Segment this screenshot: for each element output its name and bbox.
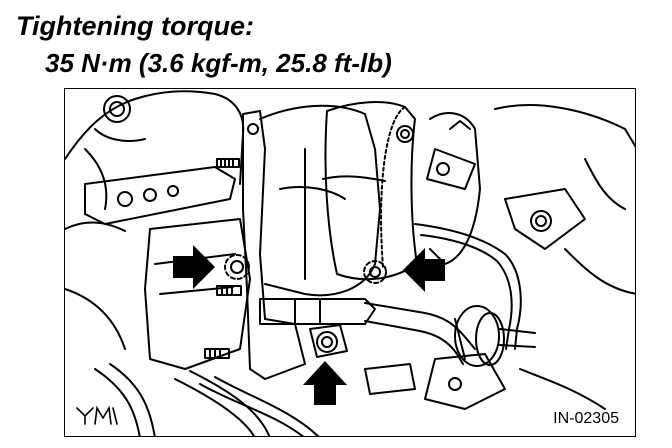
left-arrow <box>173 245 215 289</box>
torque-spec: 35 N·m (3.6 kgf-m, 25.8 ft-lb) <box>45 48 392 78</box>
left-studs <box>204 158 242 359</box>
damper-canister <box>454 305 536 367</box>
upper-right-bolt <box>396 125 414 143</box>
left-bracket <box>84 166 236 225</box>
bottom-arrow <box>303 361 347 405</box>
fuel-pipe <box>414 223 522 350</box>
lower-pipe-assembly <box>259 298 376 325</box>
bracket-hole <box>117 191 133 207</box>
page-title: Tightening torque: <box>16 11 254 41</box>
mounting-plate <box>242 110 306 380</box>
left-bolt-marker <box>224 254 250 280</box>
main-housing <box>259 104 381 297</box>
center-lower-bolt <box>309 324 348 358</box>
engine-illustration <box>65 90 635 436</box>
right-bolt-marker <box>363 260 387 284</box>
lower-hoses <box>94 363 320 436</box>
right-component <box>429 112 481 265</box>
engine-block-outline <box>65 90 245 185</box>
illustration-frame: IN-02305 <box>64 88 636 437</box>
air-duct <box>324 101 418 281</box>
ym-logo <box>75 404 119 426</box>
right-bracket <box>494 104 635 250</box>
figure-id: IN-02305 <box>551 410 621 428</box>
right-arrow <box>403 248 445 292</box>
top-left-bolt <box>103 95 131 123</box>
